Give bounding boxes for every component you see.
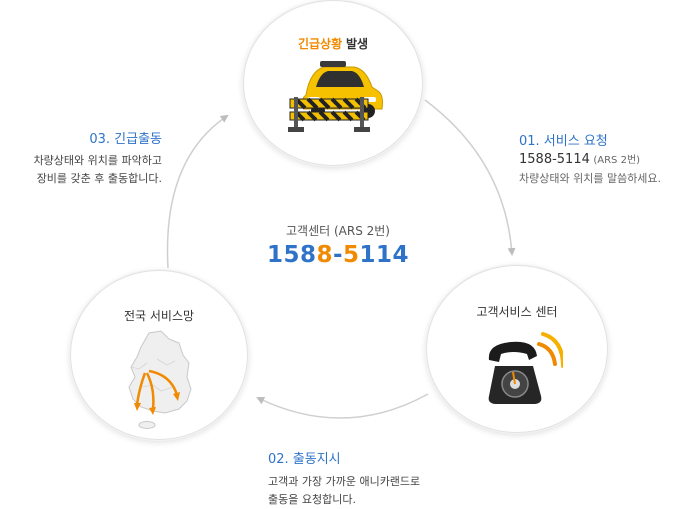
arrow-left-to-top [166,114,229,269]
service-center-title: 고객서비스 센터 [476,305,558,319]
step-02-line2: 출동을 요청합니다. [268,493,356,506]
emergency-node: 긴급상황 발생 [243,0,423,166]
step-03-line1: 차량상태와 위치를 파악하고 [33,154,162,167]
emergency-title: 긴급상황 발생 [297,37,369,51]
network-node: 전국 서비스망 [70,270,248,440]
call-center-phone[interactable]: 1588-5114 [266,242,410,268]
step-03-emergency-dispatch: 03. 긴급출동 차량상태와 위치를 파악하고 장비를 갖춘 후 출동합니다. [0,131,162,188]
telephone-ringing-icon [488,332,563,404]
step-01-desc: 차량상태와 위치를 말씀하세요. [519,172,662,185]
step-01-phone-line: 1588-5114 (ARS 2번) [519,152,641,167]
step-03-title: 03. 긴급출동 [89,132,162,147]
korea-map-icon [128,330,192,429]
step-02-dispatch-order: 02. 출동지시 고객과 가장 가까운 애니카랜드로 출동을 요청합니다. [268,451,420,509]
call-center-info: 고객센터 (ARS 2번) 1588-5114 [246,222,430,268]
car-with-barricade-icon [288,61,383,132]
arrow-top-to-right [424,99,516,256]
step-02-line1: 고객과 가장 가까운 애니카랜드로 [268,475,421,488]
step-01-service-request: 01. 서비스 요청 1588-5114 (ARS 2번) 차량상태와 위치를 … [519,133,661,188]
network-title: 전국 서비스망 [123,309,195,323]
service-center-node: 고객서비스 센터 [426,265,608,433]
call-center-label: 고객센터 (ARS 2번) [286,224,390,238]
step-01-title: 01. 서비스 요청 [519,134,608,149]
step-03-line2: 장비를 갖춘 후 출동합니다. [36,172,162,185]
arrow-right-to-left [256,393,429,419]
step-02-title: 02. 출동지시 [268,452,341,467]
